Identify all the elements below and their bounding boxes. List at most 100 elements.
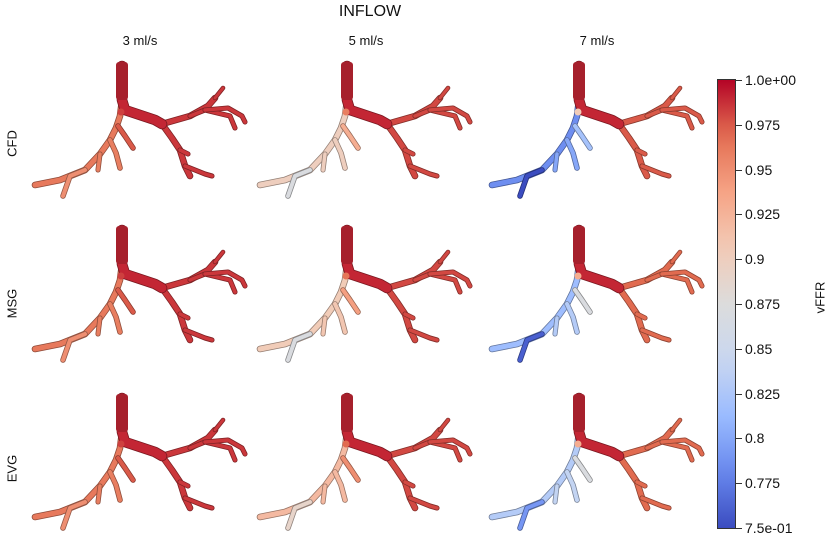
colorbar-tick-mark <box>736 528 742 529</box>
vessel-junction <box>574 108 582 116</box>
vessel-left-main <box>32 97 125 188</box>
vessel-right-branch-b <box>428 270 472 288</box>
vessel-left-branch-b <box>565 470 579 502</box>
vessel-panel-cfd-1 <box>30 58 280 218</box>
colorbar-tick-label: 0.825 <box>745 385 781 402</box>
vessel-left-branch-b <box>108 470 122 502</box>
vessel-mid-branch-b <box>183 328 214 342</box>
vessel-left-branch-c <box>553 316 559 336</box>
vessel-panel-cfd-2 <box>255 58 505 218</box>
colorbar-tick-mark <box>736 393 742 395</box>
vessel-right-branch-c <box>213 86 225 100</box>
vessel-left-branch-a <box>116 288 135 314</box>
column-label-3: 7 ml/s <box>579 33 615 48</box>
vessel-mid-branch-a <box>178 480 190 488</box>
vessel-right-branch-b <box>203 270 247 288</box>
vessel-left-branch-d <box>61 168 87 198</box>
vessel-mid-branch-a <box>178 148 190 156</box>
vessel-inlet <box>341 226 353 264</box>
vessel-left-branch-b <box>565 302 579 334</box>
vessel-left-branch-c <box>96 316 102 336</box>
vessel-left-branch-d <box>61 500 87 530</box>
vessel-left-branch-a <box>341 124 360 150</box>
colorbar-tick-label: 0.925 <box>745 206 781 223</box>
vessel-right-branch-c <box>438 250 450 264</box>
vessel-mid-branch-b <box>640 496 671 510</box>
vessel-mid-branch-a <box>635 148 647 156</box>
vessel-right-branch-a <box>413 440 462 462</box>
vessel-right-branch-a <box>413 272 462 294</box>
vessel-mid-branch-b <box>408 328 439 342</box>
vessel-right-branch-c <box>438 86 450 100</box>
colorbar-tick-label: 0.875 <box>745 296 781 312</box>
vessel-junction <box>117 108 125 116</box>
vessel-inlet <box>116 226 128 264</box>
vessel-left-branch-b <box>333 138 347 170</box>
colorbar-tick-label: 0.9 <box>745 251 765 268</box>
vessel-mid-branch-a <box>178 312 190 320</box>
row-label-cfd: CFD <box>4 130 20 157</box>
vessel-right-branch-b <box>428 106 472 124</box>
colorbar-tick-mark <box>736 348 742 350</box>
vessel-panel-msg-1 <box>30 222 280 382</box>
colorbar-tick-mark <box>736 80 742 81</box>
colorbar-tick-label: 0.95 <box>745 161 773 178</box>
vessel-left-branch-a <box>341 288 360 314</box>
vessel-left-branch-b <box>108 302 122 334</box>
row-label-evg: EVG <box>4 454 20 483</box>
vessel-left-branch-b <box>333 470 347 502</box>
colorbar-tick-mark <box>736 169 742 171</box>
vessel-mid-branch-b <box>640 328 671 342</box>
vessel-panel-evg-2 <box>255 390 505 550</box>
vessel-mid-branch-b <box>640 164 671 178</box>
vessel-left-main <box>489 97 582 188</box>
vessel-right-branch-c <box>670 86 682 100</box>
vffr-colorbar <box>717 79 736 529</box>
vessel-junction <box>574 272 582 280</box>
vessel-left-branch-d <box>286 500 312 530</box>
figure-title: INFLOW <box>338 3 402 20</box>
vessel-left-branch-d <box>286 332 312 362</box>
vessel-left-branch-a <box>116 456 135 482</box>
vessel-right-branch-b <box>660 106 704 124</box>
vessel-mid-branch-a <box>635 480 647 488</box>
vessel-panel-cfd-3 <box>487 58 737 218</box>
vessel-mid-branch-a <box>403 312 415 320</box>
vessel-left-branch-a <box>573 456 592 482</box>
colorbar-tick-mark <box>736 124 742 126</box>
colorbar-tick-mark <box>736 214 742 216</box>
vessel-left-branch-a <box>116 124 135 150</box>
vessel-right-branch-c <box>670 250 682 264</box>
vessel-right-branch-a <box>645 440 694 462</box>
vessel-left-branch-b <box>565 138 579 170</box>
vessel-left-branch-b <box>333 302 347 334</box>
vessel-left-branch-d <box>518 500 544 530</box>
vessel-left-main <box>489 429 582 520</box>
vessel-panel-msg-3 <box>487 222 737 382</box>
colorbar-title: vFFR <box>812 281 828 314</box>
vessel-left-main <box>257 429 350 520</box>
vessel-left-branch-d <box>286 168 312 198</box>
vessel-right-branch-b <box>660 270 704 288</box>
vessel-left-branch-c <box>321 484 327 504</box>
vessel-mid-branch-a <box>403 148 415 156</box>
vessel-panel-evg-3 <box>487 390 737 550</box>
colorbar-tick-mark <box>736 438 742 440</box>
vessel-mid-branch-b <box>183 164 214 178</box>
vessel-left-branch-a <box>573 288 592 314</box>
vessel-left-main <box>257 261 350 352</box>
vessel-junction <box>342 440 350 448</box>
vessel-left-branch-c <box>321 316 327 336</box>
vessel-junction <box>117 272 125 280</box>
vessel-inlet <box>573 394 585 432</box>
vessel-panel-evg-1 <box>30 390 280 550</box>
vessel-inlet <box>341 62 353 100</box>
vessel-mid-branch-b <box>408 496 439 510</box>
vessel-right-branch-c <box>438 418 450 432</box>
vessel-left-branch-a <box>341 456 360 482</box>
colorbar-tick-mark <box>736 304 742 305</box>
vessel-left-branch-c <box>553 152 559 172</box>
vessel-left-main <box>32 429 125 520</box>
vessel-left-branch-d <box>518 168 544 198</box>
